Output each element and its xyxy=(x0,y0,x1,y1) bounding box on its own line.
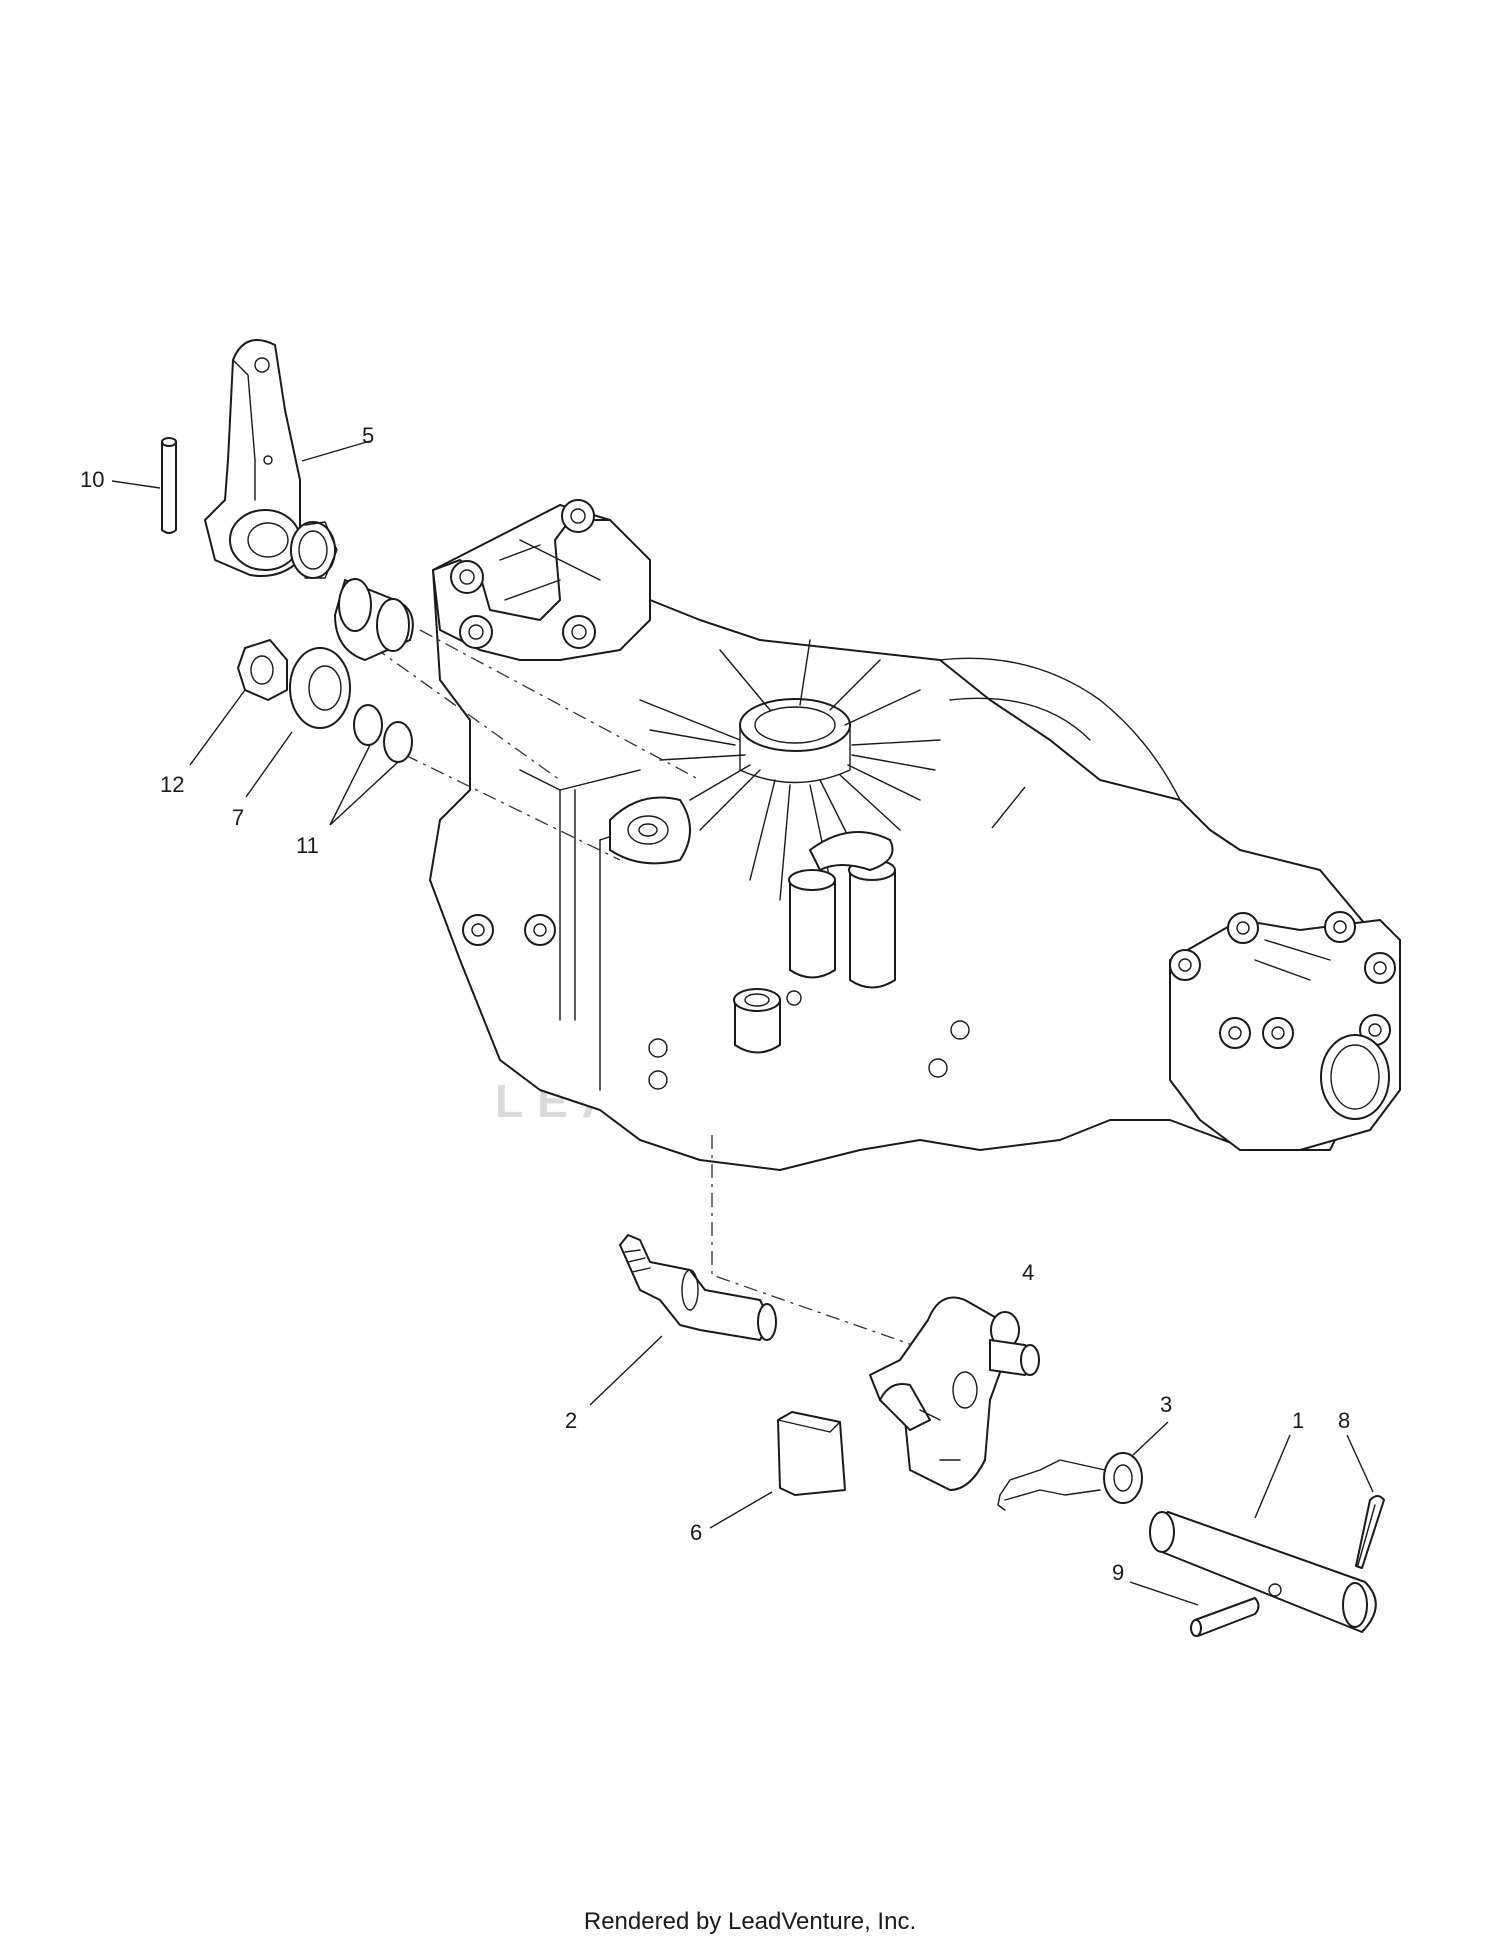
part-10-roll-pin xyxy=(161,437,177,534)
part-11-o-rings xyxy=(353,704,413,763)
part-1-pin-shaft xyxy=(1149,1511,1377,1633)
callout-3: 3 xyxy=(1160,1392,1172,1417)
part-9-dowel-pin xyxy=(1190,1597,1260,1637)
right-axle-block xyxy=(1169,911,1401,1151)
part-4-shift-lever xyxy=(869,1296,1040,1491)
callout-labels: 1 2 3 4 5 6 7 8 9 10 11 12 xyxy=(80,423,1350,1585)
transaxle-housing xyxy=(429,499,1401,1171)
callout-12: 12 xyxy=(160,772,184,797)
cooling-fins xyxy=(639,639,941,901)
part-5-shift-arm xyxy=(204,339,301,577)
part-3-spring-clip xyxy=(997,1452,1143,1511)
part-6-key-block xyxy=(777,1411,846,1496)
render-credit: Rendered by LeadVenture, Inc. xyxy=(583,1908,917,1935)
part-12-nut xyxy=(237,639,288,701)
callout-11: 11 xyxy=(296,833,319,858)
leader-lines xyxy=(111,440,1374,1606)
part-8-cotter-pin xyxy=(1355,1495,1385,1569)
callout-10: 10 xyxy=(80,467,104,492)
callout-7: 7 xyxy=(232,805,244,830)
part-7-washer xyxy=(289,647,351,729)
callout-2: 2 xyxy=(565,1408,577,1433)
callout-4: 4 xyxy=(1022,1260,1034,1285)
bushing xyxy=(334,578,414,661)
assembly-centerlines xyxy=(349,629,971,1366)
part-2-shaft xyxy=(619,1234,777,1341)
seal-ring xyxy=(290,521,338,579)
callout-5: 5 xyxy=(362,423,374,448)
callout-1: 1 xyxy=(1292,1408,1304,1433)
callout-8: 8 xyxy=(1338,1408,1350,1433)
callout-6: 6 xyxy=(690,1520,702,1545)
callout-9: 9 xyxy=(1112,1560,1124,1585)
